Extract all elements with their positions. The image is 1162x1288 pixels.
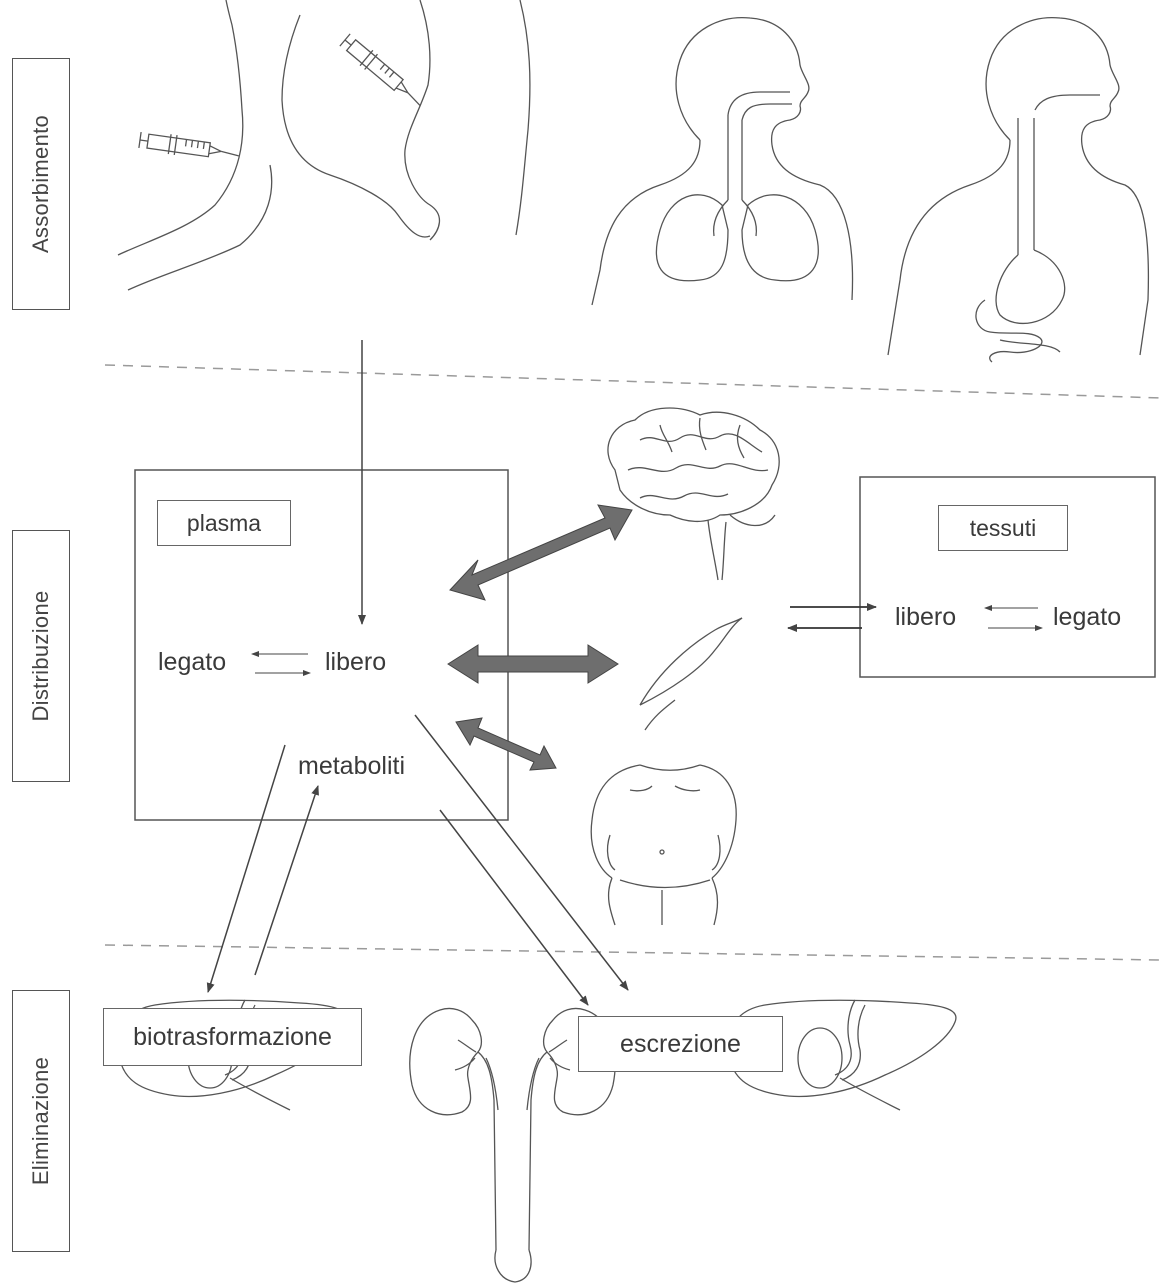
absorption-section-label: Assorbimento <box>12 58 70 310</box>
distribution-label-text: Distribuzione <box>28 590 53 722</box>
muscle-illustration <box>639 617 743 731</box>
tissue-bound-label: legato <box>1053 603 1122 631</box>
kidneys-illustration <box>409 1007 616 1283</box>
elimination-label-text: Eliminazione <box>28 1056 53 1186</box>
tissue-title: tessuti <box>938 505 1068 551</box>
arrow-to-metabolites <box>254 785 319 976</box>
lungs-illustration <box>591 16 854 306</box>
thick-arrow-muscle <box>447 644 619 684</box>
brain-illustration <box>607 407 780 581</box>
arrow-to-biotransformation <box>206 744 286 993</box>
separator-bottom <box>104 944 1162 961</box>
elimination-section-label: Eliminazione <box>12 990 70 1252</box>
body-fat-illustration <box>590 764 737 926</box>
tissue-equilibrium-arrows <box>984 605 1043 631</box>
arrow-free-to-excretion <box>414 714 629 991</box>
plasma-free-label: libero <box>325 648 387 676</box>
tissue-free-label: libero <box>895 603 957 631</box>
plasma-bound-label: legato <box>158 648 227 676</box>
thick-arrow-brain <box>449 504 633 601</box>
plasma-box <box>134 469 509 821</box>
liver-illustration-right <box>728 999 957 1111</box>
tissue-box <box>859 476 1156 678</box>
thick-arrow-fat <box>455 717 557 771</box>
absorption-label-text: Assorbimento <box>28 114 53 254</box>
separator-top <box>104 364 1162 399</box>
tissue-exchange-arrows <box>787 603 877 632</box>
biotransformation-box: biotrasformazione <box>103 1008 362 1066</box>
metabolites-label: metaboliti <box>298 752 405 780</box>
plasma-equilibrium-arrows <box>251 651 311 676</box>
plasma-title: plasma <box>157 500 291 546</box>
excretion-box: escrezione <box>578 1016 783 1072</box>
arrow-metabolites-to-excretion <box>439 809 589 1006</box>
injection-illustration <box>117 0 531 291</box>
digestive-illustration <box>887 16 1150 363</box>
distribution-section-label: Distribuzione <box>12 530 70 782</box>
